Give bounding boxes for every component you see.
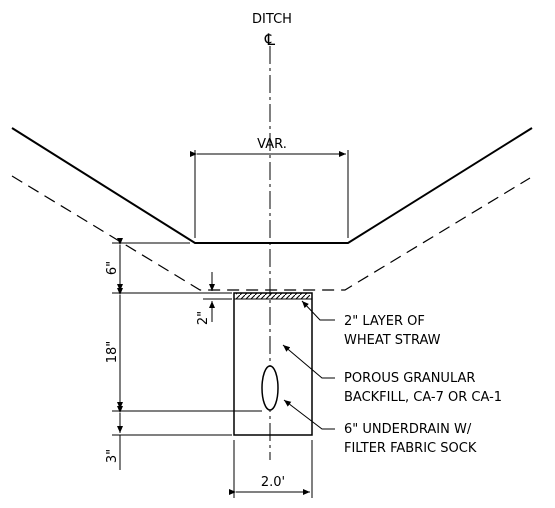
var-dimension	[190, 150, 349, 238]
wheat-straw-layer	[236, 293, 310, 299]
trench-width-label: 2.0'	[261, 475, 285, 490]
existing-ground-line	[11, 175, 531, 291]
bedding-depth-label: 3"	[105, 449, 120, 463]
centerline-label: DITCH	[252, 12, 292, 27]
straw-thickness-label: 2"	[196, 311, 211, 325]
straw-thickness-dimension	[203, 272, 232, 322]
callout-backfill-line2: BACKFILL, CA-7 OR CA-1	[344, 390, 502, 405]
underdrain-pipe	[261, 365, 279, 411]
var-dimension-label: VAR.	[257, 137, 287, 152]
trench-depth-label: 18"	[105, 341, 120, 364]
callout-straw-line1: 2" LAYER OF	[344, 314, 425, 329]
callout-straw-line2: WHEAT STRAW	[344, 333, 441, 348]
callout-backfill-line1: POROUS GRANULAR	[344, 371, 475, 386]
vertical-dimensions	[112, 238, 262, 470]
trench-outline	[233, 292, 313, 436]
trench-width-dimension	[229, 440, 313, 498]
cover-depth-label: 6"	[105, 261, 120, 275]
ditch-surface-line	[11, 127, 533, 244]
centerline-symbol: ℄	[264, 30, 276, 49]
callout-underdrain-line2: FILTER FABRIC SOCK	[344, 441, 477, 456]
callout-leaders	[282, 300, 335, 430]
callout-underdrain-line1: 6" UNDERDRAIN W/	[344, 422, 472, 437]
